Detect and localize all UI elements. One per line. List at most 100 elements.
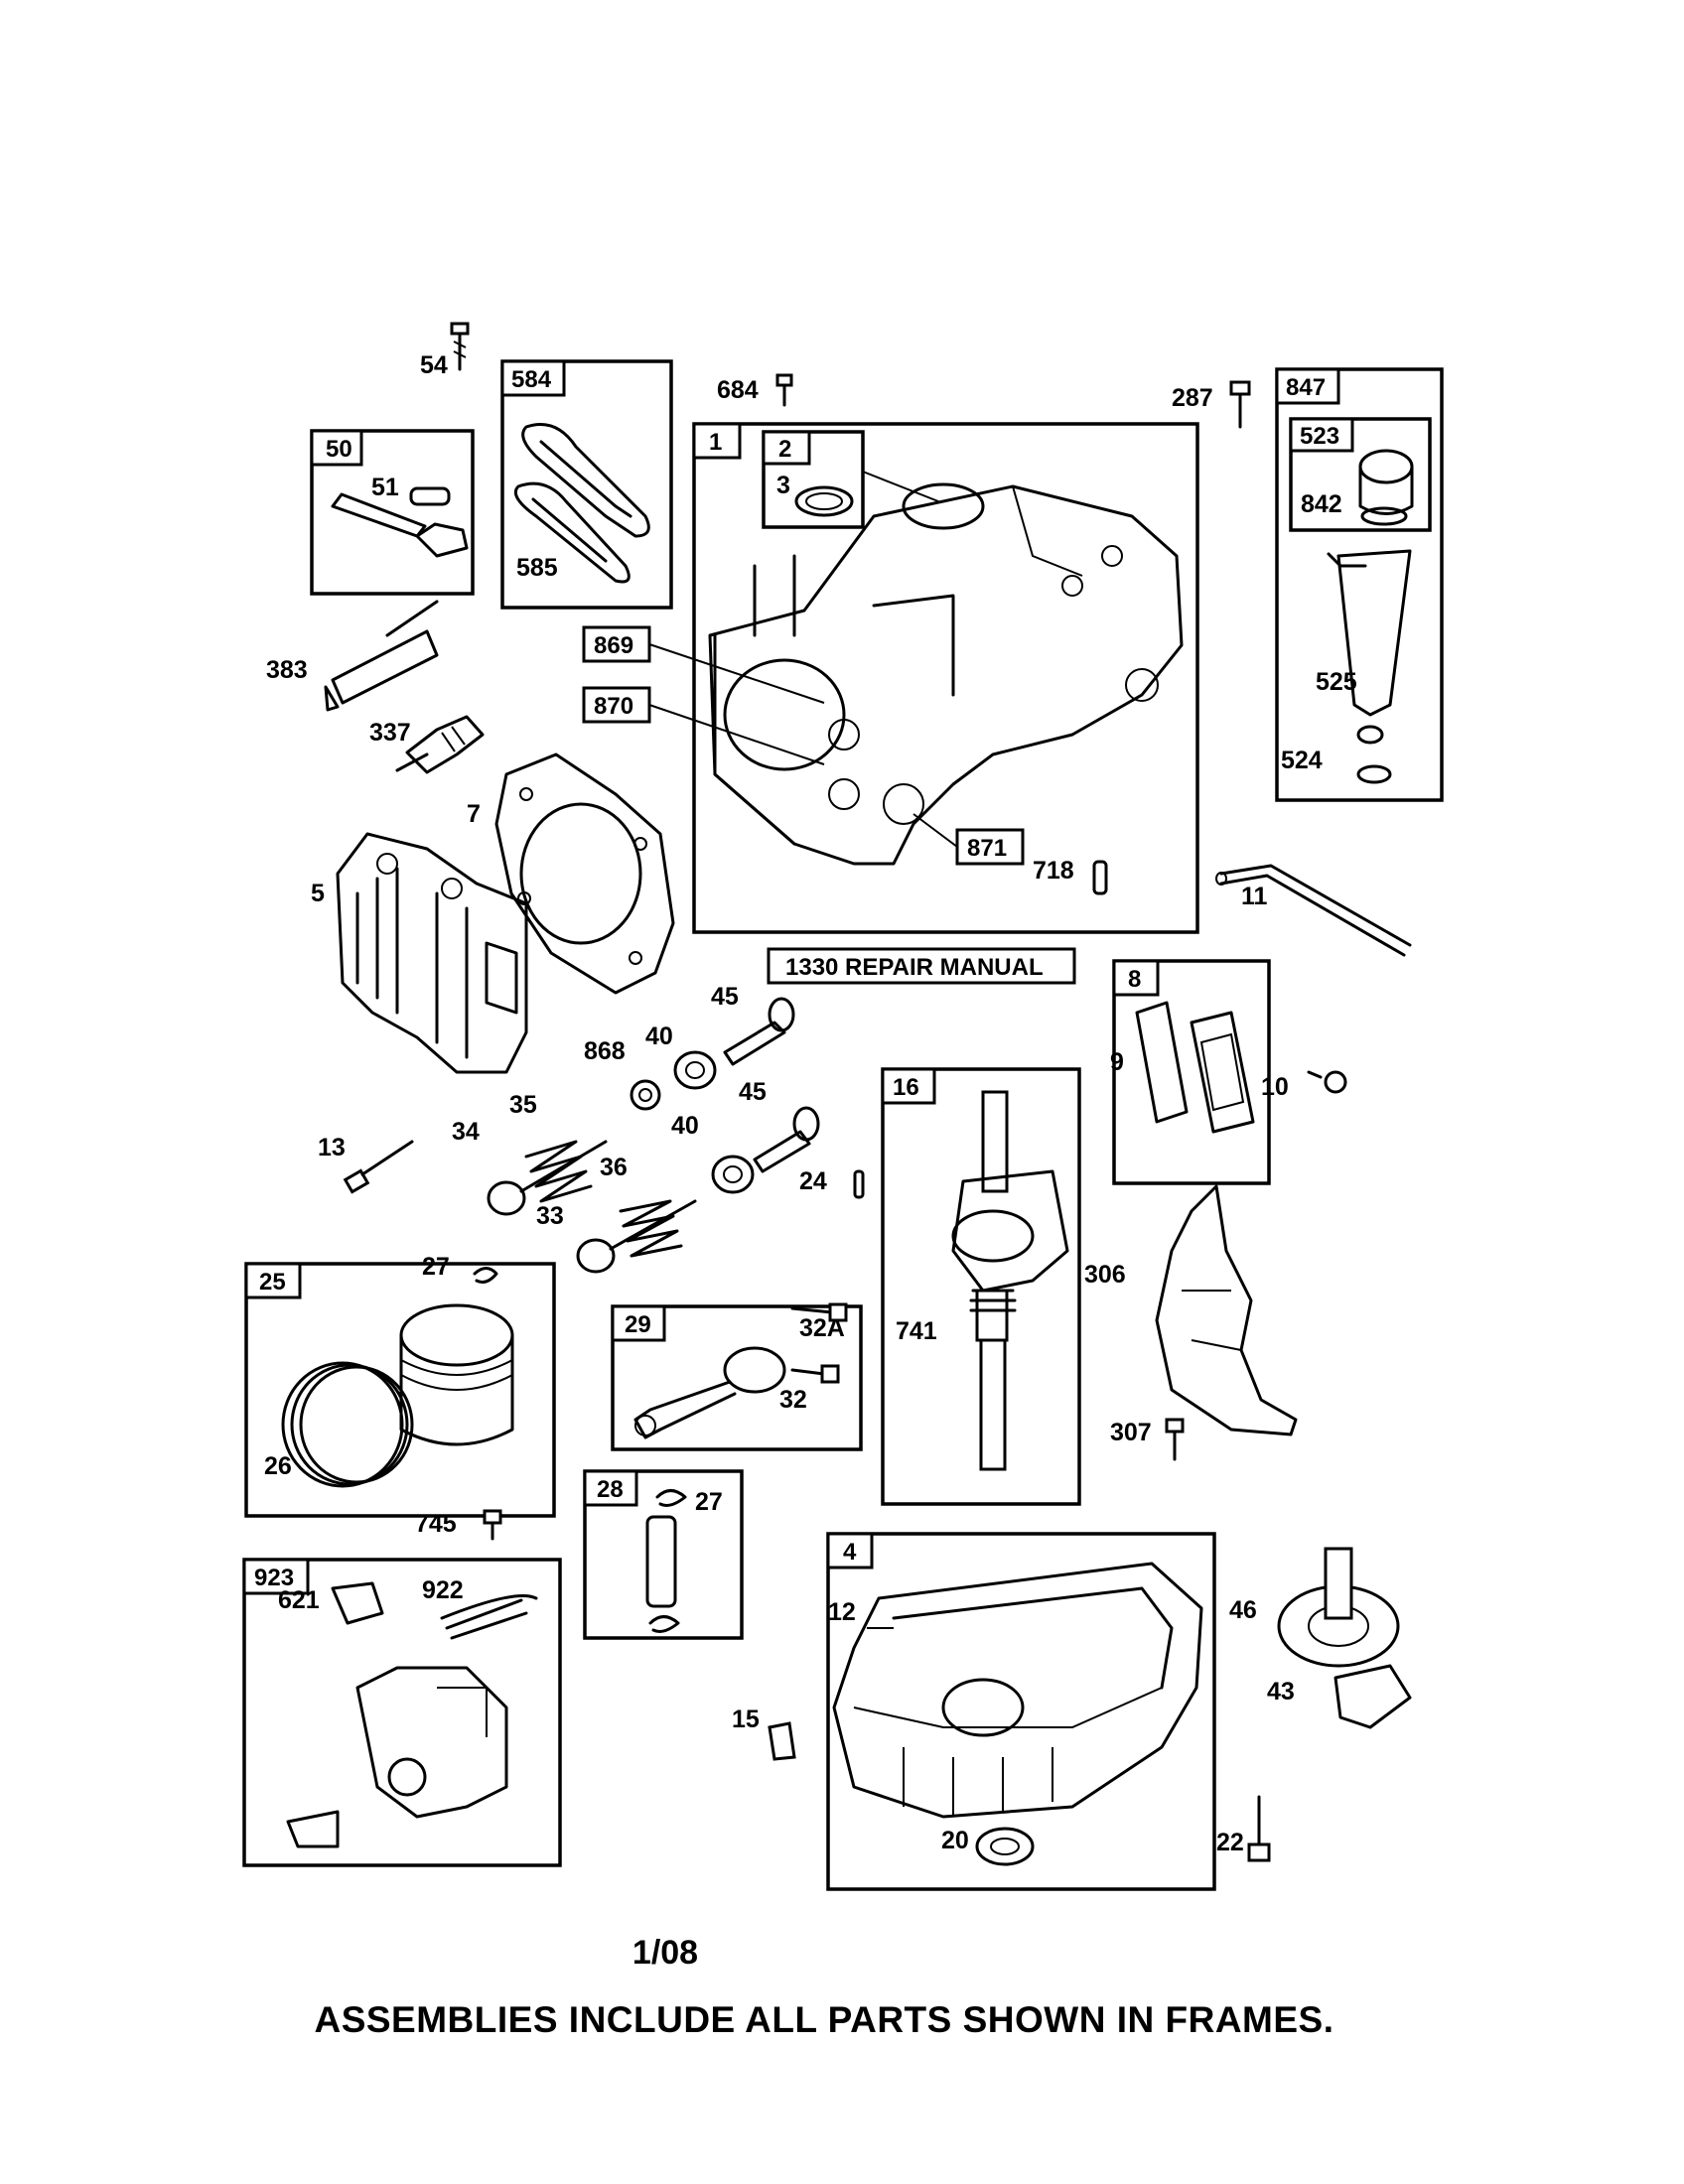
part-label-45a: 45 <box>711 983 739 1011</box>
tappet-45a-drawing <box>723 997 795 1066</box>
part-label-741: 741 <box>896 1317 937 1345</box>
crankshaft-741-drawing <box>951 1090 1069 1471</box>
part-label-842: 842 <box>1301 490 1342 518</box>
frame-tag-523: 523 <box>1300 423 1339 450</box>
part-label-3: 3 <box>776 472 790 499</box>
part-label-383: 383 <box>266 656 308 684</box>
frame-tag-584: 584 <box>511 366 552 393</box>
part-label-27a: 27 <box>422 1253 450 1281</box>
spring-35-drawing <box>524 1140 593 1203</box>
part-label-585: 585 <box>516 554 558 582</box>
part-label-287: 287 <box>1172 384 1213 412</box>
part-label-684: 684 <box>717 376 759 404</box>
retainer-40b-drawing <box>711 1155 755 1194</box>
part-label-34: 34 <box>452 1118 480 1146</box>
part-label-32a: 32A <box>799 1314 845 1342</box>
governor-923-drawing <box>286 1581 538 1848</box>
frame-tag-16: 16 <box>893 1074 919 1101</box>
cam-gear-46-drawing <box>1277 1547 1400 1668</box>
dipstick-tube-525-drawing <box>1327 549 1412 745</box>
shield-306-drawing <box>1155 1184 1298 1436</box>
part-label-5: 5 <box>311 880 325 907</box>
part-label-7: 7 <box>467 800 481 828</box>
part-label-54: 54 <box>420 351 448 379</box>
frame-16: 16 <box>881 1067 1081 1506</box>
part-labels: 54 51 585 684 3 287 842 525 524 383 337 … <box>264 351 1357 1856</box>
frame-tag-4: 4 <box>843 1539 857 1566</box>
frame-25: 25 <box>244 1262 556 1518</box>
valve-33-drawing <box>576 1199 697 1274</box>
bolt-32-drawing <box>790 1364 840 1384</box>
part-label-22: 22 <box>1216 1829 1244 1856</box>
part-label-10: 10 <box>1261 1073 1289 1101</box>
bolt-22-drawing <box>1247 1795 1271 1862</box>
part-label-43: 43 <box>1267 1678 1295 1706</box>
part-label-307: 307 <box>1110 1419 1152 1446</box>
part-label-9: 9 <box>1110 1048 1124 1076</box>
part-43-drawing <box>1333 1664 1412 1729</box>
part-label-20: 20 <box>941 1827 969 1854</box>
part-label-337: 337 <box>369 719 411 747</box>
part-label-24: 24 <box>799 1167 827 1195</box>
frame-50: 50 <box>310 429 475 596</box>
part-label-12: 12 <box>828 1598 856 1626</box>
bolt-307-drawing <box>1165 1418 1185 1461</box>
dipstick-cap-523-drawing <box>1358 449 1414 526</box>
seal-3-drawing <box>794 471 939 517</box>
part-label-745: 745 <box>415 1510 457 1538</box>
bolt-54-drawing <box>450 322 470 371</box>
frame-1: 1 <box>692 422 1199 934</box>
part-label-32: 32 <box>779 1386 807 1414</box>
frame-523: 523 <box>1289 417 1432 532</box>
breather-8-drawing <box>1135 1001 1255 1134</box>
pin-24-drawing <box>853 1169 865 1199</box>
repair-manual-callout: 1330 REPAIR MANUAL <box>767 947 1076 985</box>
crankcase-1-drawing <box>708 482 1184 866</box>
frame-28: 28 <box>583 1469 744 1640</box>
frame-tag-8: 8 <box>1128 966 1141 993</box>
cap-15-drawing <box>768 1721 796 1761</box>
retainer-40a-drawing <box>673 1050 717 1090</box>
callout-871: 871 <box>912 813 1025 866</box>
part-label-33: 33 <box>536 1202 564 1230</box>
part-label-718: 718 <box>1033 857 1074 885</box>
svg-text:1330 REPAIR MANUAL: 1330 REPAIR MANUAL <box>785 954 1044 981</box>
svg-text:870: 870 <box>594 693 633 720</box>
frame-8: 8 <box>1112 959 1271 1185</box>
frame-tag-2: 2 <box>778 436 791 463</box>
frame-tag-847: 847 <box>1286 374 1326 401</box>
part-label-36: 36 <box>600 1154 628 1181</box>
part-label-868: 868 <box>584 1037 626 1065</box>
frame-923: 923 <box>242 1558 562 1867</box>
callout-869: 869 <box>582 625 825 704</box>
rings-26-drawing <box>281 1361 414 1488</box>
frame-tag-923: 923 <box>254 1565 294 1591</box>
gaskets-584-drawing <box>513 423 650 584</box>
dowel-718-drawing <box>1092 860 1108 895</box>
frame-tag-25: 25 <box>259 1269 286 1296</box>
part-50-drawing <box>331 486 469 558</box>
cylinder-head-5-drawing <box>336 832 528 1074</box>
part-label-51: 51 <box>371 474 399 501</box>
frame-tag-1: 1 <box>709 429 722 456</box>
bolt-745-drawing <box>483 1509 502 1541</box>
part-label-45b: 45 <box>739 1078 767 1106</box>
assemblies-note: ASSEMBLIES INCLUDE ALL PARTS SHOWN IN FR… <box>314 1999 1334 2040</box>
frame-4: 4 <box>826 1532 1216 1891</box>
part-label-621: 621 <box>278 1586 320 1614</box>
frame-29: 29 <box>611 1304 863 1451</box>
clip-27a-drawing <box>473 1267 498 1284</box>
connecting-rod-29-drawing <box>633 1346 786 1439</box>
callout-870: 870 <box>582 686 825 765</box>
part-383-drawing <box>324 600 439 712</box>
tube-11-drawing <box>1215 864 1412 957</box>
gasket-7-drawing <box>494 752 675 995</box>
bolt-13-drawing <box>343 1140 414 1194</box>
part-label-35: 35 <box>509 1091 537 1119</box>
frame-584: 584 <box>500 359 673 610</box>
piston-pin-28-drawing <box>645 1489 687 1633</box>
svg-text:871: 871 <box>967 835 1007 862</box>
bolt-10-drawing <box>1307 1070 1347 1094</box>
sump-4-drawing <box>832 1562 1203 1819</box>
